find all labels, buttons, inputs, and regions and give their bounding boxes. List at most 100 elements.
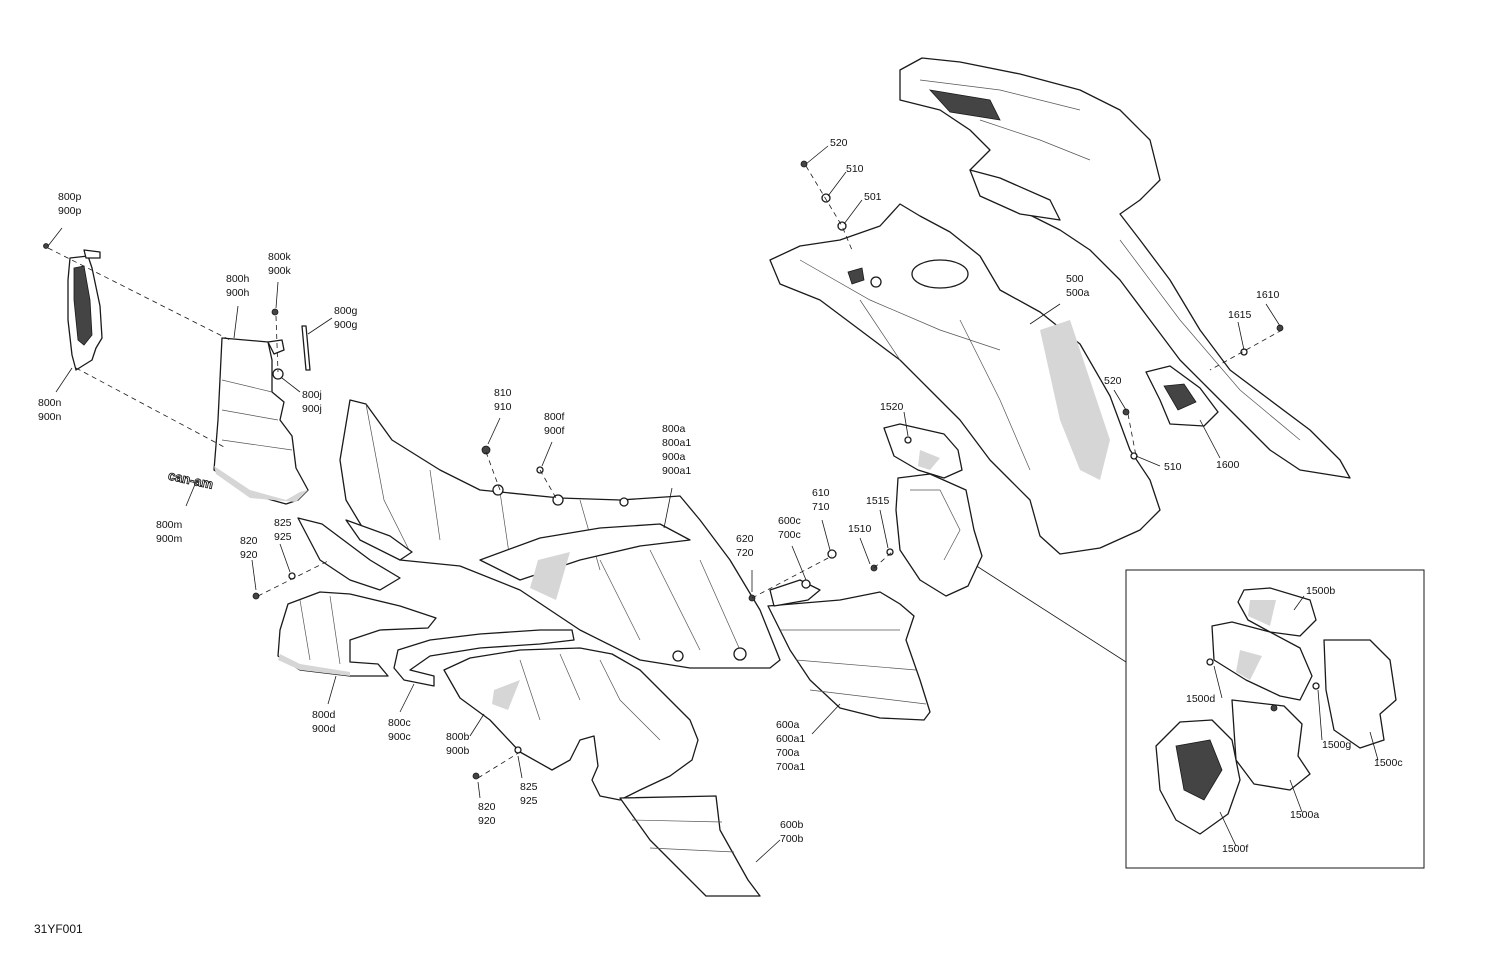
callout-1520: 1520 — [880, 401, 904, 413]
svg-text:720: 720 — [736, 547, 754, 559]
svg-text:1515: 1515 — [866, 495, 890, 507]
part-1500-belt-guard-assembly[interactable] — [870, 423, 983, 597]
svg-text:700a1: 700a1 — [776, 761, 805, 773]
part-800a-main-side-panel[interactable] — [339, 399, 781, 669]
callout-1500b: 1500b — [1306, 585, 1335, 597]
svg-text:800n: 800n — [38, 397, 62, 409]
svg-text:920: 920 — [478, 815, 496, 827]
svg-text:800d: 800d — [312, 709, 336, 721]
svg-text:510: 510 — [1164, 461, 1182, 473]
part-600b-lower-flap[interactable] — [619, 795, 761, 897]
callout-1615: 1615 — [1228, 309, 1252, 321]
part-800d-lower-panel[interactable] — [277, 591, 437, 677]
svg-text:800g: 800g — [334, 305, 358, 317]
svg-text:900g: 900g — [334, 319, 358, 331]
svg-text:1500b: 1500b — [1306, 585, 1335, 597]
part-1600-bracket[interactable] — [1145, 365, 1219, 427]
part-800b-rear-lower-panel[interactable] — [443, 647, 699, 801]
callout-600a: 600a 600a1 700a 700a1 — [776, 719, 805, 773]
svg-text:900j: 900j — [302, 403, 322, 415]
callout-810: 810 910 — [494, 387, 512, 413]
callout-800f: 800f 900f — [544, 411, 565, 437]
svg-text:900c: 900c — [388, 731, 411, 743]
callout-1510: 1510 — [848, 523, 872, 535]
svg-text:520: 520 — [830, 137, 848, 149]
svg-text:800c: 800c — [388, 717, 411, 729]
svg-text:700b: 700b — [780, 833, 804, 845]
svg-text:620: 620 — [736, 533, 754, 545]
svg-text:1500d: 1500d — [1186, 693, 1215, 705]
svg-text:910: 910 — [494, 401, 512, 413]
svg-text:800p: 800p — [58, 191, 82, 203]
svg-text:1500g: 1500g — [1322, 739, 1351, 751]
svg-text:900h: 900h — [226, 287, 250, 299]
svg-text:800j: 800j — [302, 389, 322, 401]
svg-text:700c: 700c — [778, 529, 801, 541]
part-800n-side-cover[interactable] — [67, 249, 103, 371]
callout-800g: 800g 900g — [334, 305, 358, 331]
callout-800h: 800h 900h — [226, 273, 250, 299]
figure-code: 31YF001 — [34, 922, 83, 936]
svg-text:900m: 900m — [156, 533, 183, 545]
svg-text:800b: 800b — [446, 731, 470, 743]
svg-text:800a: 800a — [662, 423, 686, 435]
part-1500c-inset[interactable] — [1323, 639, 1397, 749]
svg-text:1520: 1520 — [880, 401, 904, 413]
callout-1500g: 1500g — [1322, 739, 1351, 751]
svg-text:900n: 900n — [38, 411, 62, 423]
svg-text:1615: 1615 — [1228, 309, 1252, 321]
callout-825-lower: 825 925 — [520, 781, 538, 807]
part-800g-rod[interactable] — [301, 325, 311, 371]
part-800c-trim-strip[interactable] — [393, 629, 575, 687]
svg-text:810: 810 — [494, 387, 512, 399]
callout-800j: 800j 900j — [302, 389, 322, 415]
svg-text:800f: 800f — [544, 411, 565, 423]
svg-text:600c: 600c — [778, 515, 801, 527]
svg-text:800k: 800k — [268, 251, 292, 263]
svg-text:925: 925 — [274, 531, 292, 543]
part-500-tank-cover[interactable] — [769, 203, 1161, 555]
callout-800c: 800c 900c — [388, 717, 411, 743]
svg-text:710: 710 — [812, 501, 830, 513]
callout-510-upper: 510 — [846, 163, 864, 175]
svg-text:600a1: 600a1 — [776, 733, 805, 745]
svg-text:1500a: 1500a — [1290, 809, 1319, 821]
callout-500: 500 500a — [1066, 273, 1090, 299]
callout-520-upper: 520 — [830, 137, 848, 149]
svg-text:520: 520 — [1104, 375, 1122, 387]
svg-text:925: 925 — [520, 795, 538, 807]
part-front-lower-trim[interactable] — [297, 517, 413, 591]
svg-text:610: 610 — [812, 487, 830, 499]
svg-text:600b: 600b — [780, 819, 804, 831]
part-1500d-inset[interactable] — [1211, 621, 1313, 701]
svg-text:1510: 1510 — [848, 523, 872, 535]
callout-825-upper: 825 925 — [274, 517, 292, 543]
callout-800n: 800n 900n — [38, 397, 62, 423]
svg-text:1500f: 1500f — [1222, 843, 1248, 855]
part-600a-footrest-panel[interactable] — [767, 579, 931, 721]
svg-text:820: 820 — [478, 801, 496, 813]
svg-text:500a: 500a — [1066, 287, 1090, 299]
callout-600c: 600c 700c — [778, 515, 801, 541]
callout-1500d: 1500d — [1186, 693, 1215, 705]
svg-text:501: 501 — [864, 191, 882, 203]
callout-1500c: 1500c — [1374, 757, 1403, 769]
svg-text:900p: 900p — [58, 205, 82, 217]
callout-1500f: 1500f — [1222, 843, 1248, 855]
part-rear-tail-assembly[interactable] — [899, 57, 1351, 479]
callout-600b: 600b 700b — [780, 819, 804, 845]
callout-800b: 800b 900b — [446, 731, 470, 757]
part-800m-logo-emblem[interactable]: can-am — [166, 467, 215, 492]
part-800h-inner-panel[interactable] — [213, 337, 309, 505]
callout-1610: 1610 — [1256, 289, 1280, 301]
callout-800d: 800d 900d — [312, 709, 336, 735]
callout-800p: 800p 900p — [58, 191, 82, 217]
detail-inset-frame — [1125, 569, 1425, 869]
svg-text:900b: 900b — [446, 745, 470, 757]
part-1500b-inset[interactable] — [1237, 587, 1317, 637]
part-1500a-inset[interactable] — [1231, 699, 1311, 791]
svg-text:800h: 800h — [226, 273, 250, 285]
part-1500f-inset[interactable] — [1155, 719, 1241, 835]
svg-text:500: 500 — [1066, 273, 1084, 285]
